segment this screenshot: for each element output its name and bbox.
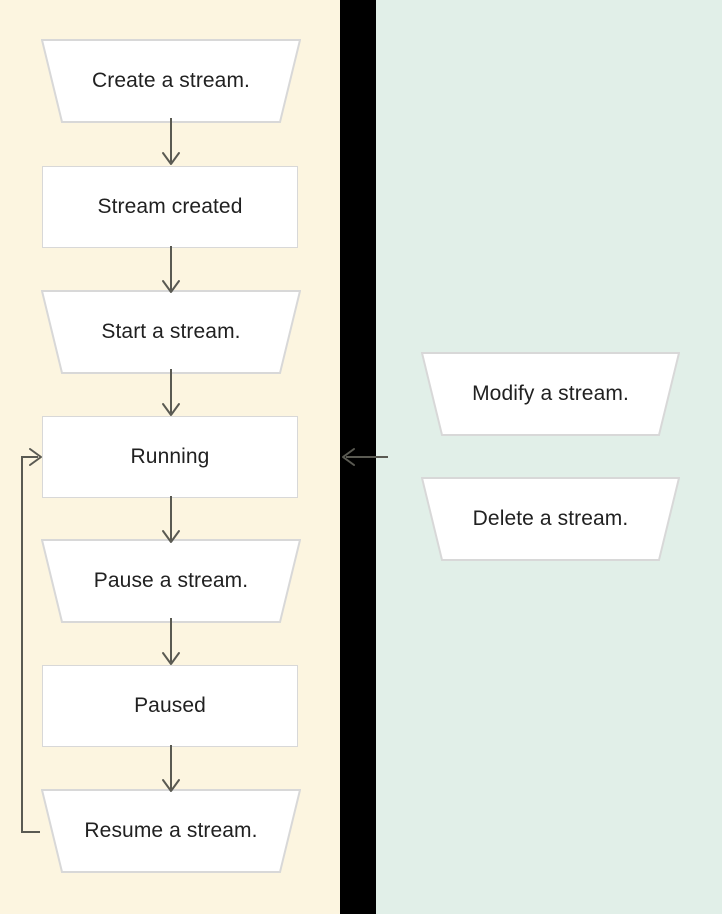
edge-operations-to-running-arrow: [336, 443, 392, 471]
edge-pause-to-paused: [141, 618, 201, 670]
rectangle-shape: [42, 665, 298, 747]
trapezoid-shape: [421, 477, 680, 561]
node-label: Resume a stream.: [84, 819, 258, 843]
node-label: Stream created: [97, 195, 243, 219]
node-delete-a-stream[interactable]: Delete a stream.: [421, 477, 680, 561]
rectangle-shape: [42, 416, 298, 498]
node-stream-created[interactable]: Stream created: [42, 166, 298, 248]
node-modify-a-stream[interactable]: Modify a stream.: [421, 352, 680, 436]
trapezoid-shape: [421, 352, 680, 436]
trapezoid-shape: [41, 39, 301, 123]
node-label: Delete a stream.: [472, 507, 629, 531]
node-label: Start a stream.: [101, 320, 241, 344]
edge-resume-to-running-loopback: [10, 440, 70, 850]
node-paused[interactable]: Paused: [42, 665, 298, 747]
right-panel-background: [376, 0, 722, 914]
node-label: Create a stream.: [92, 69, 250, 93]
node-label: Pause a stream.: [93, 569, 249, 593]
edge-create-to-created: [141, 118, 201, 170]
node-start-a-stream[interactable]: Start a stream.: [41, 290, 301, 374]
node-pause-a-stream[interactable]: Pause a stream.: [41, 539, 301, 623]
node-label: Running: [130, 445, 210, 469]
edge-paused-to-resume: [141, 745, 201, 797]
trapezoid-shape: [41, 290, 301, 374]
node-label: Paused: [134, 694, 206, 718]
edge-created-to-start: [141, 246, 201, 298]
node-create-a-stream[interactable]: Create a stream.: [41, 39, 301, 123]
trapezoid-shape: [41, 789, 301, 873]
node-resume-a-stream[interactable]: Resume a stream.: [41, 789, 301, 873]
node-label: Modify a stream.: [472, 382, 629, 406]
node-running[interactable]: Running: [42, 416, 298, 498]
trapezoid-shape: [41, 539, 301, 623]
edge-running-to-pause: [141, 496, 201, 548]
edge-start-to-running: [141, 369, 201, 421]
